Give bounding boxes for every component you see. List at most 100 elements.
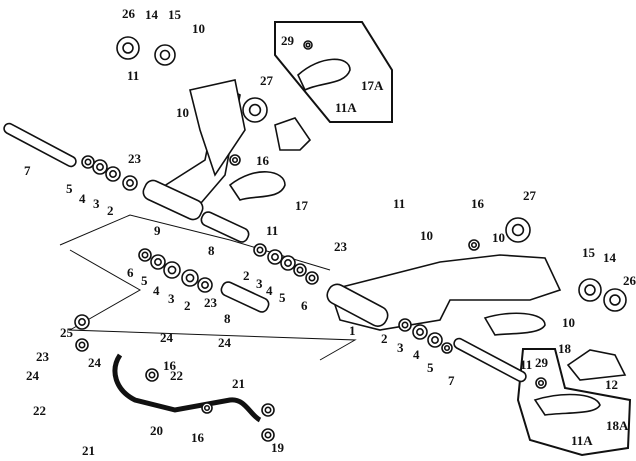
bearing-bore bbox=[416, 328, 424, 336]
callout-label: 2 bbox=[184, 298, 191, 313]
callout-label: 27 bbox=[523, 188, 537, 203]
bearing-bore bbox=[511, 223, 525, 237]
callout-label: 19 bbox=[271, 440, 285, 455]
callout-label: 29 bbox=[281, 33, 295, 48]
bracket-13 bbox=[274, 117, 312, 151]
callout-label: 11 bbox=[266, 223, 278, 238]
pivot-tube-8b bbox=[220, 281, 270, 313]
bearing-bore bbox=[264, 431, 272, 439]
callout-label: 3 bbox=[256, 276, 263, 291]
inset-frame-18a bbox=[516, 348, 632, 457]
callout-label: 11 bbox=[127, 68, 139, 83]
bearing-bore bbox=[443, 344, 451, 352]
bearing-bore bbox=[584, 284, 596, 296]
callout-label: 2 bbox=[107, 203, 114, 218]
bearing-bore bbox=[154, 258, 162, 266]
callout-label: 10 bbox=[562, 315, 575, 330]
callout-label: 25 bbox=[60, 325, 74, 340]
callout-label: 22 bbox=[170, 368, 183, 383]
bearing-bore bbox=[141, 251, 149, 259]
callout-label: 22 bbox=[33, 403, 46, 418]
callout-label: 2 bbox=[243, 268, 250, 283]
callout-label: 11A bbox=[571, 433, 593, 448]
callout-label: 8 bbox=[208, 243, 215, 258]
inset-frame-17a bbox=[274, 21, 393, 123]
bearing-bore bbox=[609, 294, 621, 306]
callout-label: 16 bbox=[191, 430, 205, 445]
bearing-bore bbox=[401, 321, 409, 329]
callout-label: 8 bbox=[224, 311, 231, 326]
pivot-tube-8 bbox=[200, 211, 250, 243]
callout-label: 5 bbox=[141, 273, 148, 288]
guard-18 bbox=[483, 312, 546, 336]
bearing-bore bbox=[284, 259, 292, 267]
callout-label: 3 bbox=[168, 291, 175, 306]
callout-label: 18 bbox=[558, 341, 572, 356]
callout-label: 15 bbox=[582, 245, 596, 260]
callout-label: 3 bbox=[93, 196, 100, 211]
callout-label: 23 bbox=[36, 349, 50, 364]
callout-label: 11 bbox=[520, 357, 532, 372]
callout-label: 2 bbox=[381, 331, 388, 346]
bearing-bore bbox=[185, 273, 195, 283]
callout-label: 7 bbox=[448, 373, 455, 388]
callout-label: 5 bbox=[66, 181, 73, 196]
bearing-bore bbox=[271, 253, 279, 261]
callout-label: 10 bbox=[192, 21, 205, 36]
assembly-line bbox=[68, 249, 357, 361]
callout-label: 11 bbox=[393, 196, 405, 211]
bearing-bore bbox=[203, 404, 211, 412]
callout-label: 11A bbox=[335, 100, 357, 115]
callout-label: 3 bbox=[397, 340, 404, 355]
pivot-tube-1 bbox=[326, 283, 389, 327]
bearing-bore bbox=[84, 158, 92, 166]
callout-label: 21 bbox=[82, 443, 95, 458]
callout-label: 16 bbox=[256, 153, 270, 168]
callout-label: 10 bbox=[420, 228, 433, 243]
callout-label: 14 bbox=[145, 7, 159, 22]
bearing-bore bbox=[470, 241, 478, 249]
bearing-bore bbox=[296, 266, 304, 274]
callout-label: 12 bbox=[605, 377, 618, 392]
bearing-bore bbox=[159, 49, 171, 61]
bearing-bore bbox=[305, 42, 311, 48]
callout-label: 17A bbox=[361, 78, 384, 93]
callout-label: 10 bbox=[176, 105, 189, 120]
bearing-bore bbox=[431, 336, 439, 344]
callout-label: 4 bbox=[266, 283, 273, 298]
callout-label: 4 bbox=[79, 191, 86, 206]
callout-label: 9 bbox=[154, 223, 161, 238]
bearing-bore bbox=[231, 156, 239, 164]
callout-label: 17 bbox=[295, 198, 309, 213]
bearing-bore bbox=[308, 274, 316, 282]
callout-label: 15 bbox=[168, 7, 182, 22]
guard-18a bbox=[533, 393, 601, 416]
callout-label: 26 bbox=[122, 6, 136, 21]
left-arm-bracket bbox=[189, 79, 246, 177]
callout-label: 5 bbox=[279, 290, 286, 305]
callout-label: 16 bbox=[471, 196, 485, 211]
callout-label: 24 bbox=[160, 330, 174, 345]
callout-label: 4 bbox=[153, 283, 160, 298]
callout-label: 4 bbox=[413, 347, 420, 362]
bearing-bore bbox=[256, 246, 264, 254]
pivot-tube-9 bbox=[142, 179, 204, 221]
callout-label: 26 bbox=[623, 273, 636, 288]
bracket-12 bbox=[566, 349, 627, 381]
callout-label: 24 bbox=[88, 355, 102, 370]
drawing bbox=[3, 21, 632, 457]
bearing-bore bbox=[78, 341, 86, 349]
guard-17 bbox=[228, 171, 286, 201]
callout-label: 6 bbox=[127, 265, 134, 280]
bearings bbox=[74, 36, 627, 442]
callout-label: 23 bbox=[334, 239, 348, 254]
callout-label: 24 bbox=[218, 335, 232, 350]
callout-label: 20 bbox=[150, 423, 163, 438]
callout-label: 16 bbox=[163, 358, 177, 373]
callout-label: 18A bbox=[606, 418, 629, 433]
bearing-bore bbox=[248, 103, 262, 117]
callout-label: 7 bbox=[24, 163, 31, 178]
bearing-bore bbox=[537, 379, 545, 387]
